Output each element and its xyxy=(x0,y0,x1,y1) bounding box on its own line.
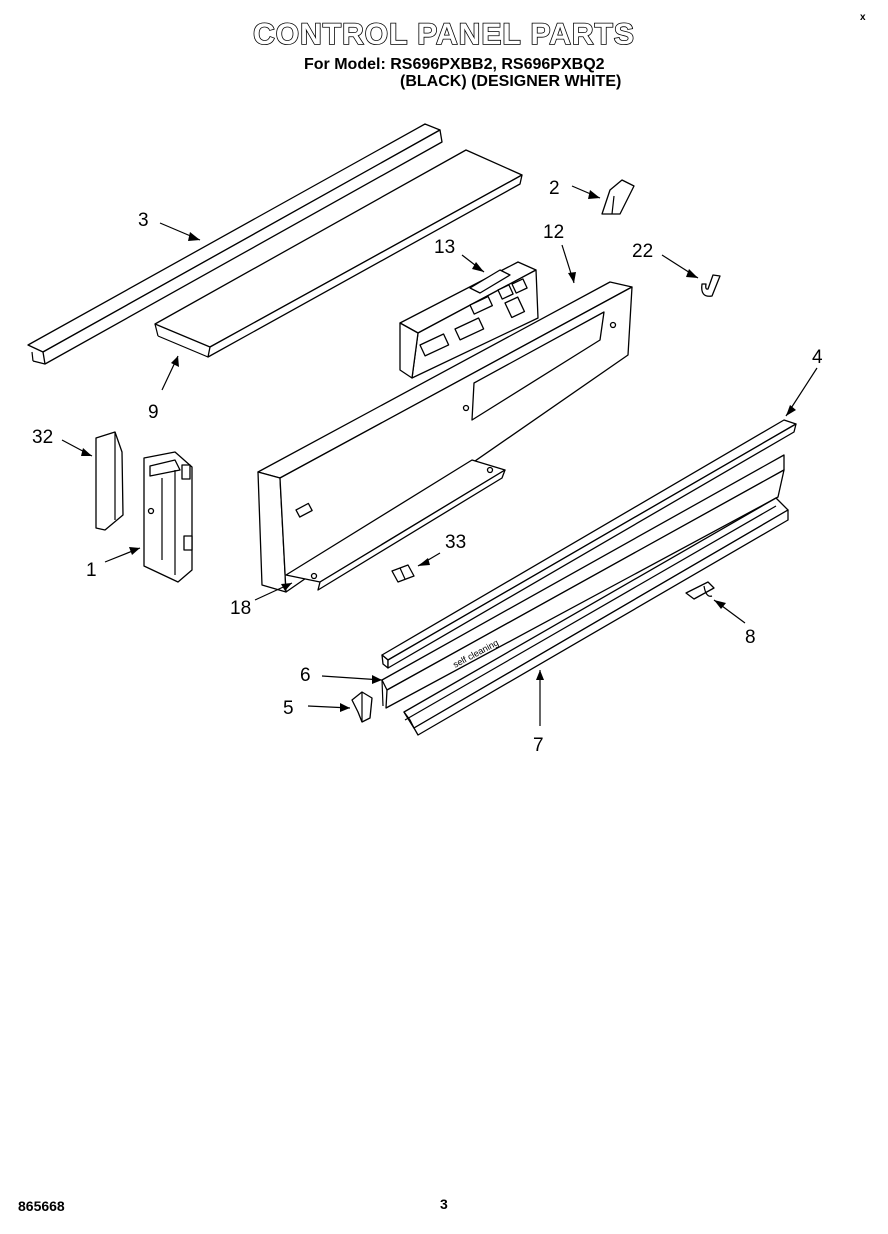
callout-3: 3 xyxy=(138,210,149,231)
callout-1: 1 xyxy=(86,560,97,581)
part-22-spring-clip xyxy=(701,274,721,297)
callout-4: 4 xyxy=(812,347,823,368)
model-colors: (BLACK) (DESIGNER WHITE) xyxy=(400,73,622,90)
document-code: 865668 xyxy=(18,1198,65,1214)
page-number: 3 xyxy=(440,1196,448,1212)
callout-7: 7 xyxy=(533,735,544,756)
part-33-small-clip xyxy=(391,564,415,583)
part-13-control-board xyxy=(399,261,539,379)
part-1-end-cap xyxy=(143,451,193,583)
callout-18: 18 xyxy=(230,598,251,619)
part-12-control-panel xyxy=(257,281,633,593)
page-title: CONTROL PANEL PARTS xyxy=(252,17,635,52)
part-18-bottom-bracket xyxy=(285,459,506,591)
part-3-top-trim xyxy=(27,123,443,365)
callout-2: 2 xyxy=(549,178,560,199)
part-9-top-plate xyxy=(154,149,523,358)
callout-12: 12 xyxy=(543,222,564,243)
part-2-clip xyxy=(601,179,635,215)
callout-5: 5 xyxy=(283,698,294,719)
model-numbers: For Model: RS696PXBB2, RS696PXBQ2 xyxy=(304,56,605,73)
callout-13: 13 xyxy=(434,237,455,258)
callout-8: 8 xyxy=(745,627,756,648)
callout-33: 33 xyxy=(445,532,466,553)
leader-lines xyxy=(61,185,818,726)
callout-9: 9 xyxy=(148,402,159,423)
corner-mark: x xyxy=(860,12,866,23)
part-32-side-bracket xyxy=(95,431,124,531)
callout-32: 32 xyxy=(32,427,53,448)
part-6-lower-panel: self cleaning xyxy=(381,454,785,709)
part-5-end-cap xyxy=(351,691,373,723)
callout-22: 22 xyxy=(632,241,653,262)
part-8-small-bracket xyxy=(685,581,715,600)
part-4-trim-strip xyxy=(381,419,797,669)
callout-6: 6 xyxy=(300,665,311,686)
part-7-bottom-channel xyxy=(403,497,789,736)
